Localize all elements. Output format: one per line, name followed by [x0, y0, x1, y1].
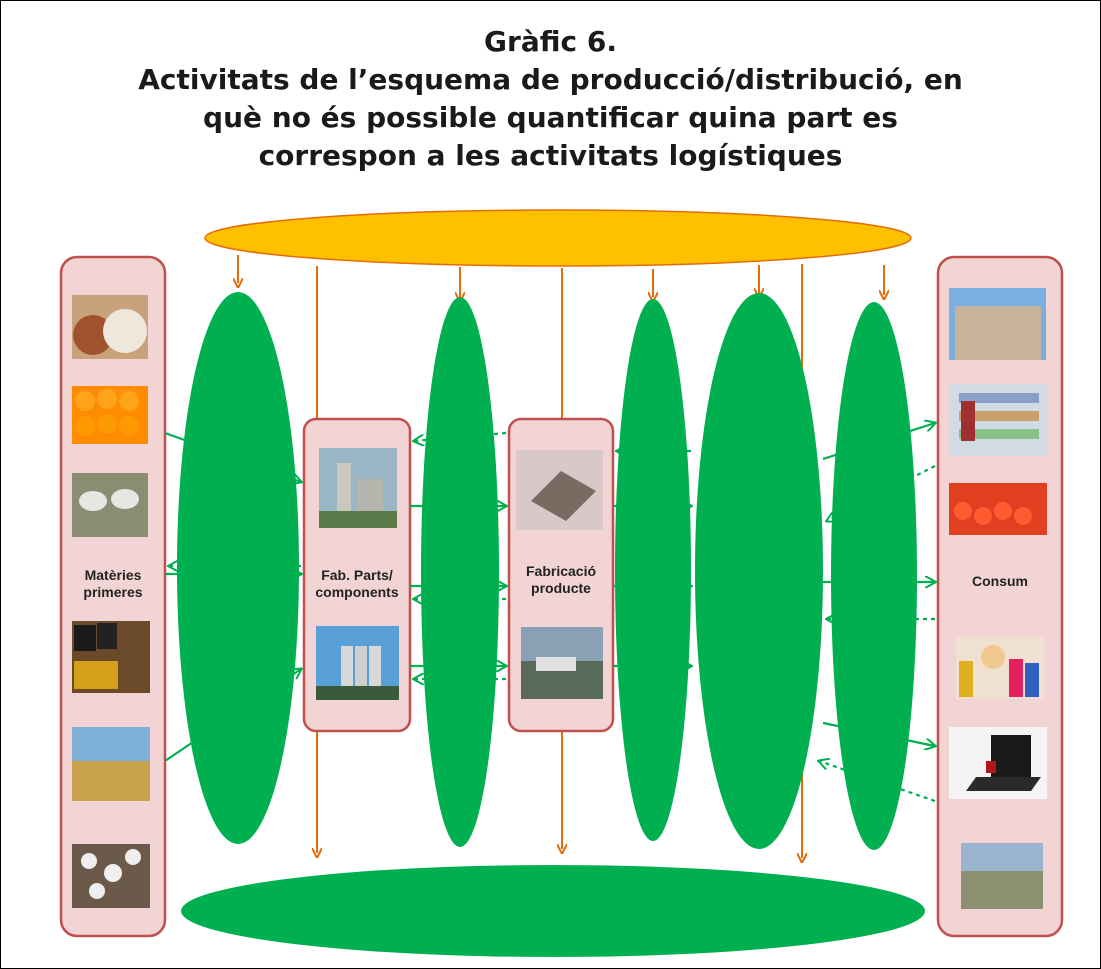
top-ellipse: [204, 209, 912, 267]
green-ellipses: [177, 292, 917, 850]
label-parts: Fab. Parts/ components: [304, 567, 410, 601]
label-parts-line2: components: [315, 584, 399, 600]
orange-arrows-top: [238, 255, 884, 421]
green-flow-arrows: [164, 423, 935, 762]
green-ellipse-2: [421, 297, 499, 847]
raw-photos: [72, 295, 150, 908]
green-ellipse-3: [615, 299, 691, 841]
green-ellipse-4: [695, 293, 823, 849]
label-consum-line1: Consum: [972, 573, 1028, 589]
green-ellipse-1: [177, 292, 299, 844]
green-ellipse-5: [831, 302, 917, 850]
label-parts-line1: Fab. Parts/: [321, 567, 393, 583]
label-raw-line2: primeres: [83, 584, 143, 600]
green-return-arrows: [169, 431, 936, 803]
label-consum: Consum: [938, 573, 1062, 590]
parts-photos: [316, 448, 399, 700]
product-photos: [516, 450, 603, 699]
label-product-line2: producte: [531, 580, 591, 596]
figure-caption: Activitats de l’esquema de producció/dis…: [138, 63, 963, 172]
figure-number: Gràfic 6.: [484, 25, 617, 58]
consum-photos: [949, 288, 1047, 909]
label-product: Fabricació producte: [509, 563, 613, 597]
bottom-ellipse: [181, 865, 925, 957]
figure-title: Gràfic 6. Activitats de l’esquema de pro…: [1, 23, 1100, 175]
label-product-line1: Fabricació: [525, 563, 597, 579]
label-raw-materials: Matèries primeres: [61, 567, 165, 601]
label-raw-line1: Matèries: [84, 567, 142, 583]
